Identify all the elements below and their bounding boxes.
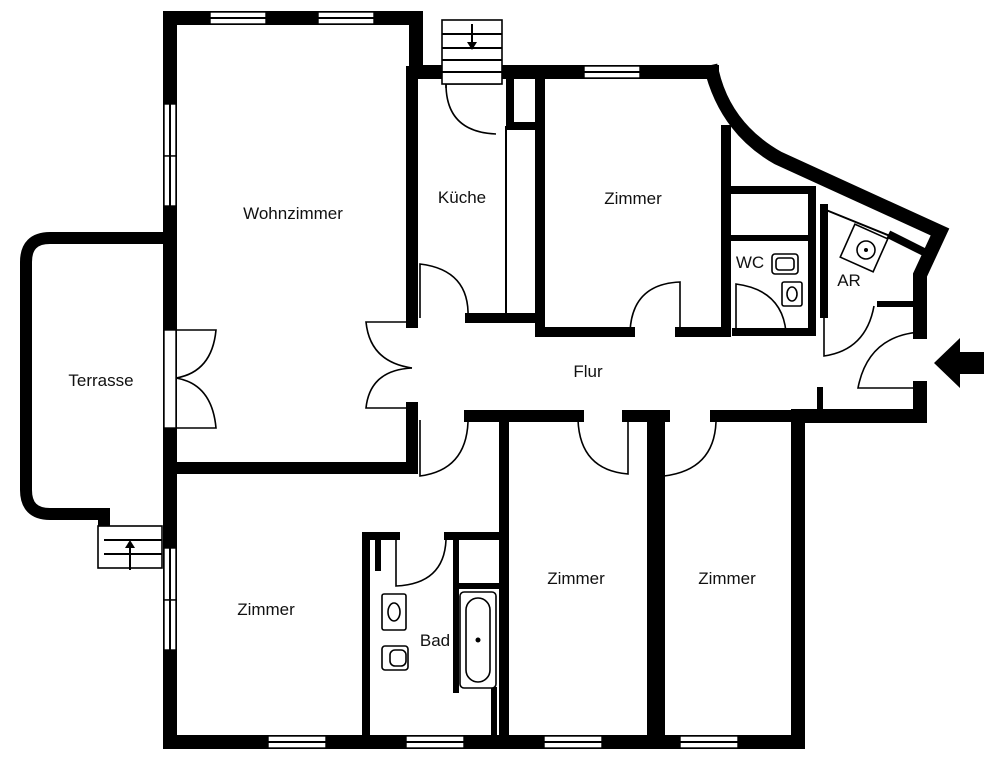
room-label-kueche: Küche <box>437 188 487 207</box>
room-label-zimmer-right: Zimmer <box>698 569 756 588</box>
room-label-zimmer-top: Zimmer <box>604 189 662 208</box>
interior-walls <box>164 66 926 747</box>
fixtures <box>381 223 889 689</box>
room-label-terrasse: Terrasse <box>68 371 134 390</box>
room-label-bad: Bad <box>419 631 451 650</box>
room-label-flur: Flur <box>573 362 603 381</box>
room-label-zimmer-mid: Zimmer <box>547 569 605 588</box>
windows <box>163 11 739 749</box>
doors <box>175 83 921 587</box>
stairs-icon <box>97 19 503 570</box>
room-label-wohnzimmer: Wohnzimmer <box>243 204 343 223</box>
room-label-zimmer-left: Zimmer <box>237 600 295 619</box>
entrance-arrow-icon <box>934 338 984 388</box>
room-label-wc: WC <box>735 253 765 272</box>
room-label-ar: AR <box>837 271 861 290</box>
